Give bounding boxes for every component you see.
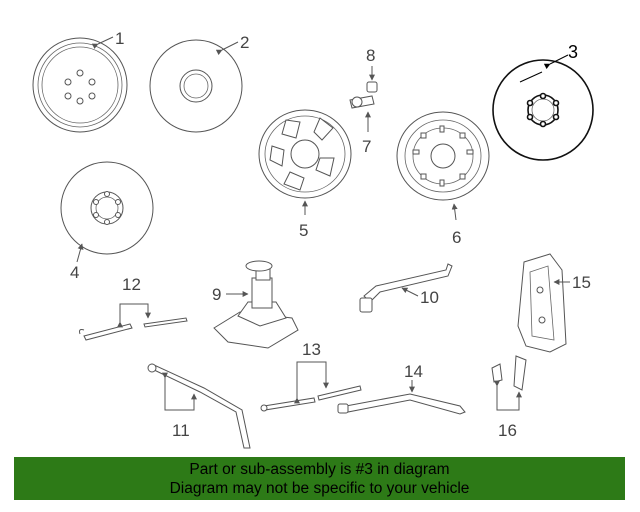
callout-16: 16 [498,421,517,440]
callout-5: 5 [299,221,308,240]
parts-diagram: 1 2 3 4 [32,29,594,449]
callout-3: 3 [568,42,578,62]
part-2-spare-disc[interactable]: 2 [149,33,249,133]
banner-line-1: Part or sub-assembly is #3 in diagram [189,461,450,478]
part-5-alloy-wheel[interactable]: 5 [258,109,352,240]
callout-14: 14 [404,362,423,381]
callout-1: 1 [115,29,124,48]
part-15-bracket[interactable]: 15 [517,253,591,353]
part-6-steel-wheel[interactable]: 6 [396,111,490,247]
part-16-hardware[interactable]: 16 [491,355,527,440]
callout-12: 12 [122,275,141,294]
callout-15: 15 [572,273,591,292]
part-13-handle-set[interactable]: 13 [260,340,362,412]
callout-6: 6 [452,228,461,247]
callout-8: 8 [366,46,375,65]
part-9-jack[interactable]: 9 [212,260,299,349]
callout-10: 10 [420,288,439,307]
callout-7: 7 [362,137,371,156]
part-12-handle-extension[interactable]: 12 [79,275,188,341]
part-8-valve-cap[interactable]: 8 [366,46,378,93]
callout-2: 2 [240,33,249,52]
part-1-wheel-cover[interactable]: 1 [32,29,128,133]
part-7-valve-stem[interactable]: 7 [349,95,375,156]
callout-13: 13 [302,340,321,359]
part-3-spare-wheel[interactable]: 3 [492,42,594,161]
info-banner: Part or sub-assembly is #3 in diagram Di… [14,457,625,500]
banner-line-2: Diagram may not be specific to your vehi… [169,480,470,497]
callout-9: 9 [212,285,221,304]
callout-4: 4 [70,263,79,282]
part-14-rod[interactable]: 14 [337,362,466,415]
part-11-jack-handle[interactable]: 11 [147,363,251,449]
part-10-lug-wrench[interactable]: 10 [359,263,453,313]
part-4-wheel[interactable]: 4 [60,161,154,282]
callout-11: 11 [172,421,190,440]
